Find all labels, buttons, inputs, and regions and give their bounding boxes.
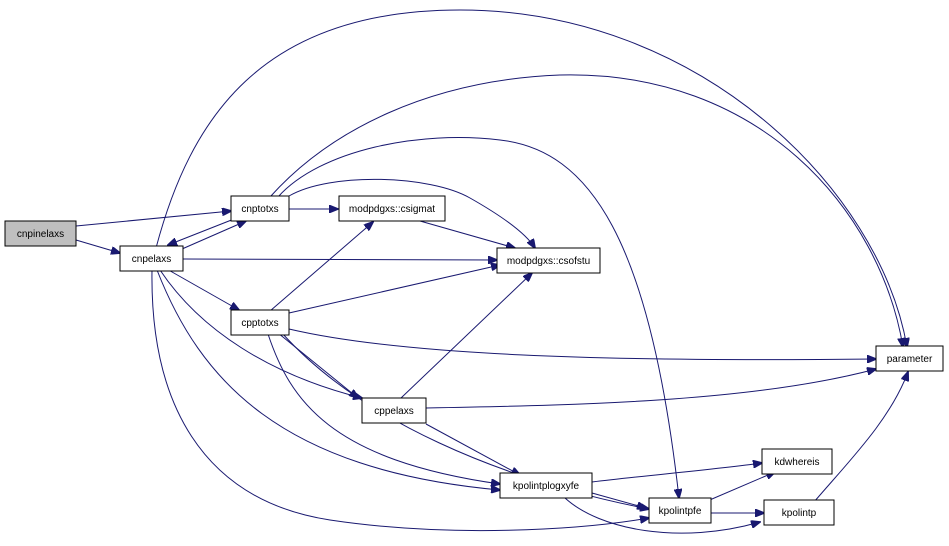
node-cppelaxs[interactable]: cppelaxs [361, 397, 427, 424]
node-cnpelaxs[interactable]: cnpelaxs [119, 245, 184, 272]
node-label: kdwhereis [774, 457, 819, 468]
edge-cpptotxs-kpolintpfe [281, 332, 649, 509]
node-label: kpolintpfe [659, 506, 702, 517]
edge-cpptotxs-cppelaxs [277, 332, 358, 398]
node-parameter[interactable]: parameter [875, 345, 944, 372]
edge-cnpelaxs-kpolintpfe [151, 269, 649, 532]
node-csofstu[interactable]: modpdgxs::csofstu [496, 247, 601, 274]
edge-cnpelaxs-cnptotxs [181, 221, 246, 250]
edge-cnpelaxs-parameter [155, 9, 907, 347]
node-label: cppelaxs [374, 406, 413, 417]
node-kpolintplogxyfe[interactable]: kpolintplogxyfe [499, 472, 593, 499]
node-label: kpolintp [782, 508, 817, 519]
edge-cnpelaxs-cpptotxs [164, 267, 239, 310]
node-kdwhereis[interactable]: kdwhereis [761, 448, 833, 475]
edges [75, 9, 908, 534]
edge-kpolintplogxyfe-kpolintpfe [591, 492, 646, 508]
edge-cppelaxs-csofstu [400, 273, 532, 399]
edge-kpolintplogxyfe-kdwhereis [591, 463, 762, 483]
edge-cnptotxs-cnpelaxs [168, 218, 235, 245]
edge-cpptotxs-csigmat [269, 222, 373, 312]
node-label: kpolintplogxyfe [513, 481, 580, 492]
node-label: modpdgxs::csigmat [349, 204, 435, 215]
node-kpolintp[interactable]: kpolintp [763, 499, 835, 526]
node-csigmat[interactable]: modpdgxs::csigmat [338, 195, 446, 222]
edge-cnptotxs-kpolintpfe [277, 137, 679, 498]
edge-kpolintplogxyfe-kpolintp [564, 497, 760, 534]
node-kpolintpfe[interactable]: kpolintpfe [648, 497, 712, 524]
edge-cppelaxs-parameter [425, 369, 876, 409]
edge-cpptotxs-csofstu [288, 265, 500, 314]
edge-cnpelaxs-cppelaxs [159, 269, 362, 398]
node-label: modpdgxs::csofstu [507, 256, 590, 267]
edge-cnpelaxs-csofstu [182, 259, 497, 260]
edge-cnptotxs-parameter-1 [269, 74, 903, 347]
node-label: parameter [887, 354, 933, 365]
edge-cnpelaxs-kpolintplogxyfe [156, 269, 500, 490]
edge-cnptotxs-csofstu [288, 178, 535, 248]
nodes: cnpinelaxs cnpelaxs cnptotxs modpdgxs::c… [4, 195, 944, 526]
edge-cppelaxs-kpolintplogxyfe [425, 423, 520, 475]
edge-cnpinelaxs-cnptotxs [75, 211, 231, 227]
node-label: cnptotxs [241, 204, 278, 215]
node-label: cpptotxs [241, 318, 278, 329]
node-cnpinelaxs[interactable]: cnpinelaxs [4, 220, 77, 247]
edge-cpptotxs-kpolintplogxyfe [267, 333, 500, 484]
edge-kpolintp-parameter [813, 372, 908, 503]
node-label: cnpelaxs [132, 254, 171, 265]
edge-cpptotxs-parameter [288, 328, 876, 360]
edge-kpolintpfe-kdwhereis [704, 472, 775, 503]
node-cpptotxs[interactable]: cpptotxs [230, 309, 290, 336]
edge-csigmat-csofstu [419, 220, 515, 248]
node-cnptotxs[interactable]: cnptotxs [230, 195, 290, 222]
node-label: cnpinelaxs [17, 229, 64, 240]
edge-cnpinelaxs-cnpelaxs [75, 239, 120, 253]
